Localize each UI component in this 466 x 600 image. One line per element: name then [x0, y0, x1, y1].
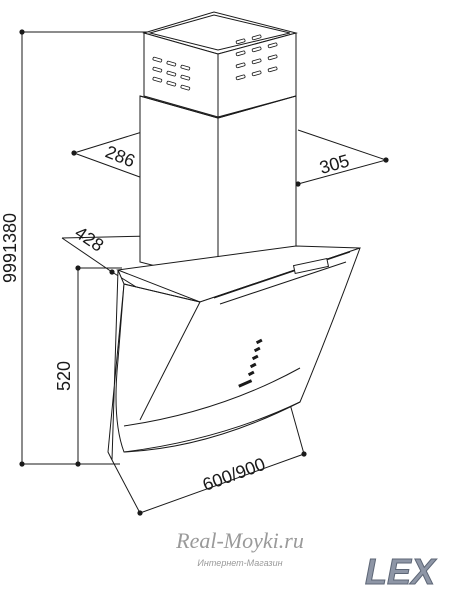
dim-total-height: 9991380	[0, 213, 20, 283]
chimney-upper	[142, 11, 298, 118]
watermark: Real-Moyki.ru Интернет-Магазин	[175, 528, 304, 568]
logo-brand: LEX	[365, 551, 437, 592]
watermark-site: Real-Moyki.ru	[175, 528, 304, 553]
dim-chimney-width: 305	[317, 150, 351, 178]
dimension-lines	[21, 31, 387, 514]
dim-hood-width: 600/900	[200, 454, 268, 495]
watermark-subtitle: Интернет-Магазин	[197, 558, 282, 568]
hood-body	[107, 245, 361, 461]
dim-hood-height: 520	[54, 361, 74, 391]
dim-chimney-depth: 286	[103, 142, 138, 172]
dim-hood-depth: 428	[71, 222, 107, 255]
lex-logo: LEX	[364, 551, 437, 593]
hood-indicator-lights	[238, 338, 263, 388]
chimney-lower	[139, 95, 297, 283]
chimney-vent-slots	[152, 34, 278, 91]
